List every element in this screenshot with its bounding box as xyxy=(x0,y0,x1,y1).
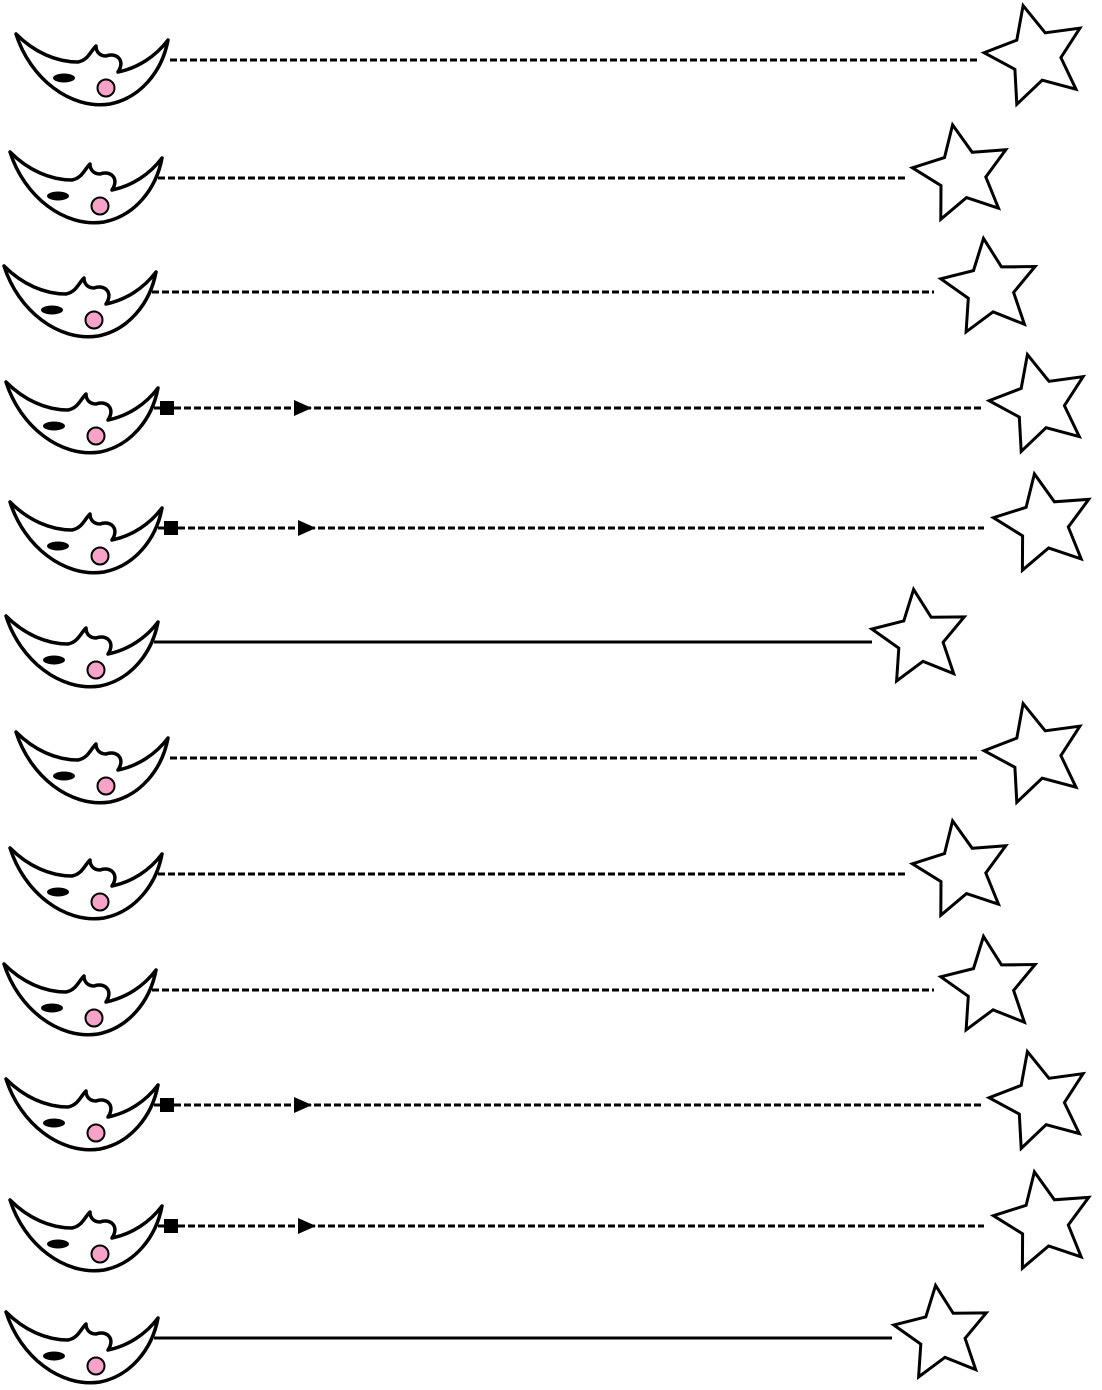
moon-outline xyxy=(10,502,162,573)
tracing-row xyxy=(6,355,1083,453)
direction-arrow-icon xyxy=(294,1097,312,1113)
star-icon xyxy=(989,355,1083,452)
moon-eye xyxy=(47,542,69,551)
moon-cheek xyxy=(86,312,103,329)
moon-cheek xyxy=(92,1246,109,1263)
crescent-moon-face-icon xyxy=(10,848,162,919)
crescent-moon-face-icon xyxy=(16,732,168,803)
moon-outline xyxy=(4,964,156,1035)
direction-arrow-icon xyxy=(298,520,316,536)
moon-outline xyxy=(4,266,156,337)
moon-eye xyxy=(47,888,69,897)
star-icon xyxy=(941,936,1035,1030)
crescent-moon-face-icon xyxy=(10,152,162,223)
tracing-row xyxy=(4,936,1035,1034)
moon-cheek xyxy=(88,428,105,445)
crescent-moon-face-icon xyxy=(6,616,158,687)
star-icon xyxy=(993,1172,1088,1268)
moon-cheek xyxy=(98,80,115,97)
moon-cheek xyxy=(92,198,109,215)
crescent-moon-face-icon xyxy=(10,1200,162,1271)
crescent-moon-face-icon xyxy=(6,382,158,453)
crescent-moon-face-icon xyxy=(4,266,156,337)
tracing-row xyxy=(16,704,1080,803)
star-icon xyxy=(912,125,1005,219)
moon-eye xyxy=(43,1119,65,1128)
moon-eye xyxy=(53,74,75,83)
crescent-moon-face-icon xyxy=(16,34,168,105)
start-point-square xyxy=(164,1219,178,1233)
star-icon xyxy=(989,1052,1083,1149)
star-icon xyxy=(984,6,1080,105)
start-point-square xyxy=(164,521,178,535)
moon-eye xyxy=(53,772,75,781)
star-icon xyxy=(984,704,1080,803)
tracing-row xyxy=(6,1052,1083,1150)
star-icon xyxy=(894,1285,986,1377)
crescent-moon-face-icon xyxy=(6,1312,158,1383)
tracing-row xyxy=(10,125,1006,223)
star-icon xyxy=(993,474,1088,570)
moon-cheek xyxy=(88,1125,105,1142)
moon-outline xyxy=(10,848,162,919)
tracing-row xyxy=(16,6,1080,105)
moon-outline xyxy=(16,34,168,105)
star-icon xyxy=(872,589,964,681)
moon-outline xyxy=(6,616,158,687)
direction-arrow-icon xyxy=(294,400,312,416)
moon-eye xyxy=(41,306,63,315)
tracing-row xyxy=(4,238,1035,336)
moon-cheek xyxy=(98,778,115,795)
moon-eye xyxy=(47,192,69,201)
star-icon xyxy=(912,821,1005,915)
moon-cheek xyxy=(92,548,109,565)
moon-cheek xyxy=(88,1358,105,1375)
moon-eye xyxy=(47,1240,69,1249)
start-point-square xyxy=(160,1098,174,1112)
tracing-row xyxy=(10,1172,1089,1271)
tracing-row xyxy=(6,589,964,686)
moon-outline xyxy=(10,1200,162,1271)
moon-cheek xyxy=(88,662,105,679)
direction-arrow-icon xyxy=(298,1218,316,1234)
moon-outline xyxy=(6,1079,158,1150)
moon-eye xyxy=(41,1004,63,1013)
moon-eye xyxy=(43,1352,65,1361)
crescent-moon-face-icon xyxy=(4,964,156,1035)
moon-outline xyxy=(10,152,162,223)
tracing-row xyxy=(6,1285,986,1382)
tracing-row xyxy=(10,821,1006,919)
moon-cheek xyxy=(86,1010,103,1027)
start-point-square xyxy=(160,401,174,415)
star-icon xyxy=(941,238,1035,332)
tracing-row xyxy=(10,474,1089,573)
moon-outline xyxy=(6,1312,158,1383)
moon-eye xyxy=(43,422,65,431)
crescent-moon-face-icon xyxy=(10,502,162,573)
moon-outline xyxy=(16,732,168,803)
moon-eye xyxy=(43,656,65,665)
crescent-moon-face-icon xyxy=(6,1079,158,1150)
moon-cheek xyxy=(92,894,109,911)
moon-outline xyxy=(6,382,158,453)
